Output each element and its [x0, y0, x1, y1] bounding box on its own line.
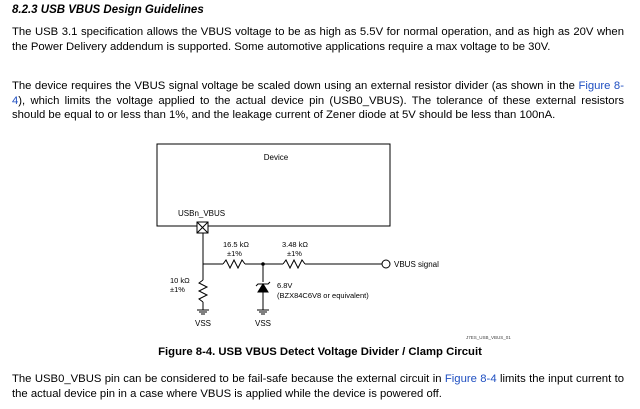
resistor-16k5 [222, 258, 246, 270]
zener-part: (BZX84C6V8 or equivalent) [277, 291, 369, 300]
r1-value: 16.5 kΩ [223, 240, 249, 249]
paragraph-text: The device requires the VBUS signal volt… [12, 80, 579, 92]
vss-label-left: VSS [195, 319, 211, 328]
paragraph-resistor-divider: The device requires the VBUS signal volt… [12, 79, 624, 123]
vss-label-right: VSS [255, 319, 271, 328]
ground-symbol-right [257, 309, 269, 315]
zener-value: 6.8V [277, 281, 292, 290]
zener-diode [255, 281, 271, 293]
figure-id: J7ES_USB_VBUS_01 [466, 335, 511, 340]
paragraph-text: limits the input current to the actual d… [12, 373, 625, 400]
resistor-10k [197, 279, 209, 303]
figure-link[interactable]: Figure 8-4 [12, 80, 624, 107]
paragraph-vbus-spec: The USB 3.1 specification allows the VBU… [12, 25, 624, 54]
paragraph-fail-safe: The USB0_VBUS pin can be considered to b… [12, 372, 624, 401]
r1-tolerance: ±1% [227, 249, 242, 258]
figure-caption: Figure 8-4. USB VBUS Detect Voltage Divi… [158, 346, 482, 358]
device-label: Device [264, 153, 289, 162]
figure-link[interactable]: Figure 8-4 [444, 373, 497, 385]
vbus-terminal [381, 259, 391, 269]
pin-symbol [196, 221, 209, 234]
paragraph-text: ), which limits the voltage applied to t… [12, 94, 624, 122]
paragraph-text: The USB 3.1 specification allows the VBU… [12, 26, 624, 53]
resistor-3k48 [282, 258, 306, 270]
pin-label: USBn_VBUS [178, 209, 225, 218]
r2-tolerance: ±1% [287, 249, 302, 258]
r2-value: 3.48 kΩ [282, 240, 308, 249]
device-box [156, 143, 391, 227]
r3-tolerance: ±1% [170, 285, 185, 294]
vbus-signal-label: VBUS signal [394, 260, 439, 269]
r3-value: 10 kΩ [170, 276, 190, 285]
section-heading: 8.2.3 USB VBUS Design Guidelines [12, 4, 204, 16]
paragraph-text: The USB0_VBUS pin can be considered to b… [12, 373, 445, 385]
ground-symbol-left [197, 309, 209, 315]
